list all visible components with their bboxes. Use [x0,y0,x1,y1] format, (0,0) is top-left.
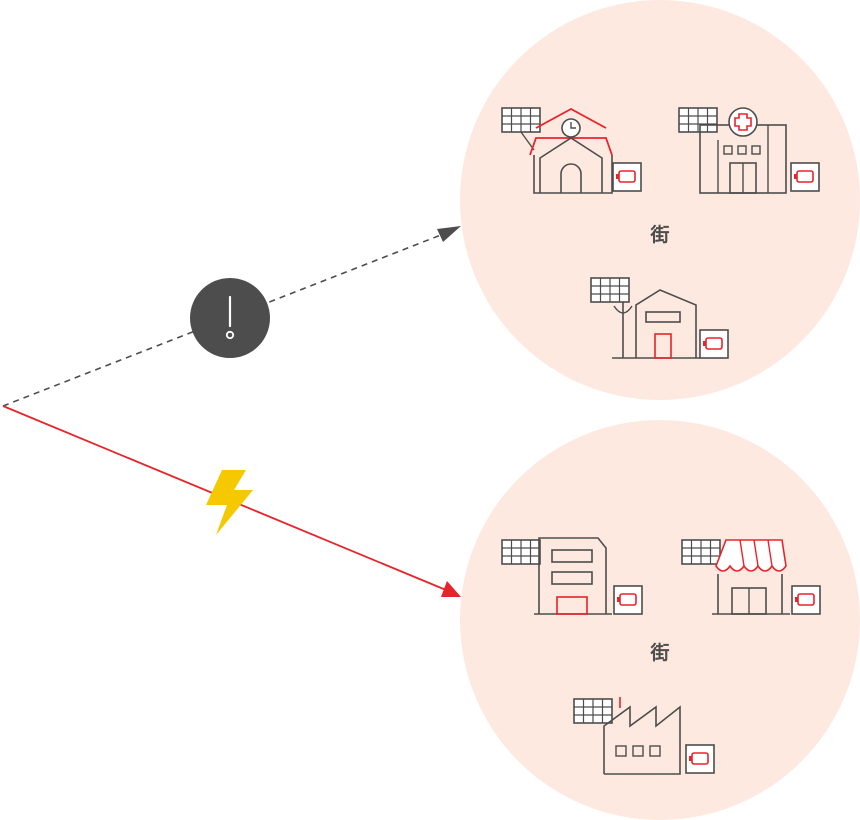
warning-icon [190,278,270,358]
school-icon [501,107,642,194]
lower-town-circle [460,420,860,820]
house-icon [590,277,729,359]
shop-icon [681,539,821,615]
apartment-icon [501,537,643,615]
solid-arrowhead [441,581,461,597]
lightning-icon [206,470,253,535]
dashed-connection-line [2,232,447,407]
upper-town-circle [460,0,860,400]
hospital-icon [678,107,820,194]
factory-icon [573,697,715,775]
lower-town-label: 街 [649,641,669,664]
upper-town-label: 街 [649,223,669,246]
dashed-arrowhead [437,226,461,242]
